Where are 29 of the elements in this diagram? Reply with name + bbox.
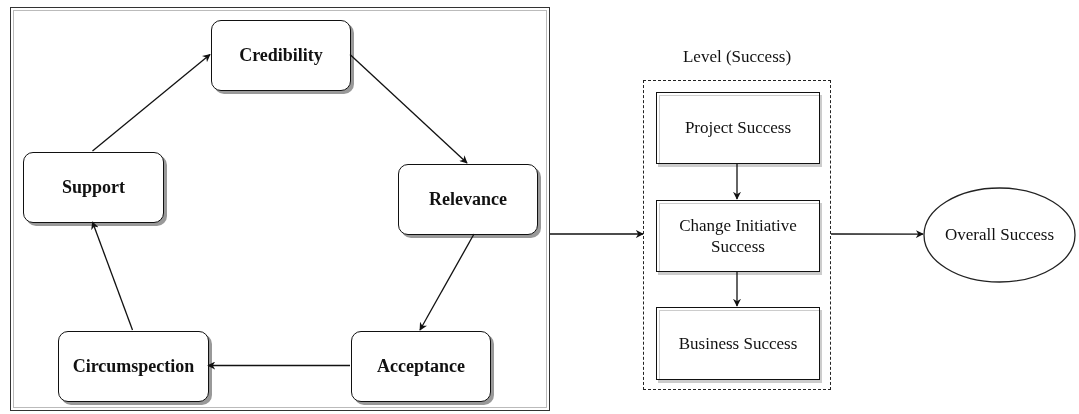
node-label: Circumspection <box>72 356 195 377</box>
process-box <box>656 307 820 380</box>
arrow <box>91 221 134 331</box>
node-label: Acceptance <box>377 356 465 377</box>
arrow <box>549 230 644 238</box>
arrow <box>733 270 741 307</box>
rounded-box <box>398 164 538 235</box>
node-label: Change Initiative Success <box>678 214 798 258</box>
node-label: Business Success <box>678 332 798 355</box>
process-box <box>656 92 820 164</box>
group-heading: Level (Success) <box>681 47 793 67</box>
arrow <box>830 230 924 239</box>
frame-box <box>10 7 550 411</box>
rounded-box <box>351 331 491 402</box>
arrow <box>91 53 211 152</box>
arrow <box>207 361 351 370</box>
node-label: Credibility <box>239 45 323 66</box>
node-label: Relevance <box>429 189 507 210</box>
node-label: Project Success <box>684 117 792 139</box>
arrow <box>349 53 468 164</box>
arrow <box>733 162 741 200</box>
node-label: Overall Success <box>944 225 1055 245</box>
rounded-box <box>211 20 351 91</box>
ellipse-node <box>923 187 1076 283</box>
node-label: Support <box>62 177 125 198</box>
rounded-box <box>23 152 164 223</box>
arrow <box>419 233 475 331</box>
rounded-box <box>58 331 209 402</box>
process-box <box>656 200 820 272</box>
